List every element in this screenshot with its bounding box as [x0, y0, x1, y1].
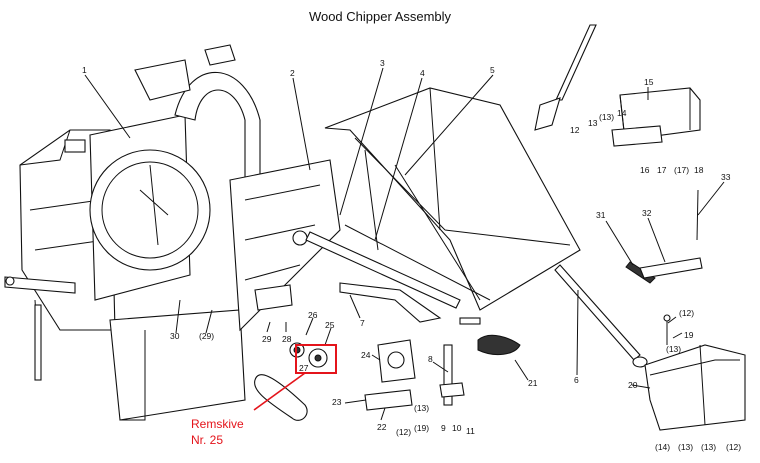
leader-lines [84, 67, 725, 421]
label-25: 25 [325, 320, 335, 330]
label-22: 22 [377, 422, 387, 432]
label-33: 33 [721, 172, 731, 182]
callout-line [253, 372, 306, 411]
label-3: 3 [380, 58, 385, 68]
label-28: 28 [282, 334, 292, 344]
label-27: 27 [299, 363, 309, 373]
label-17: 17 [657, 165, 667, 175]
part-labels: 1 2 3 4 5 6 7 8 9 10 11 12 (12) (12) (12… [82, 58, 741, 452]
label-4: 4 [420, 68, 425, 78]
label-5: 5 [490, 65, 495, 75]
diagram-title: Wood Chipper Assembly [308, 9, 452, 24]
label-16: 16 [640, 165, 650, 175]
label-31: 31 [596, 210, 606, 220]
label-14: 14 [617, 108, 627, 118]
label-13b: (13) [599, 112, 614, 122]
annotation-line-2: Nr. 25 [191, 433, 223, 447]
label-1: 1 [82, 65, 87, 75]
label-29: 29 [262, 334, 272, 344]
label-14b: (14) [655, 442, 670, 452]
label-30: 30 [170, 331, 180, 341]
label-12d: (12) [726, 442, 741, 452]
label-9: 9 [441, 423, 446, 433]
label-17b: (17) [674, 165, 689, 175]
label-12c: (12) [396, 427, 411, 437]
label-13: 13 [588, 118, 598, 128]
label-2: 2 [290, 68, 295, 78]
label-6: 6 [574, 375, 579, 385]
label-23: 23 [332, 397, 342, 407]
pulley-annotation: Remskive Nr. 25 [191, 344, 337, 447]
label-12: 12 [570, 125, 580, 135]
label-13f: (13) [701, 442, 716, 452]
label-15: 15 [644, 77, 654, 87]
label-13d: (13) [414, 403, 429, 413]
label-32: 32 [642, 208, 652, 218]
label-24: 24 [361, 350, 371, 360]
label-12b: (12) [679, 308, 694, 318]
label-7: 7 [360, 318, 365, 328]
label-21: 21 [528, 378, 538, 388]
annotation-line-1: Remskive [191, 417, 244, 431]
highlight-box [295, 344, 337, 374]
label-10: 10 [452, 423, 462, 433]
label-19: 19 [684, 330, 694, 340]
label-11: 11 [466, 426, 475, 436]
label-18: 18 [694, 165, 704, 175]
label-8: 8 [428, 354, 433, 364]
label-13e: (13) [678, 442, 693, 452]
machine-drawing [4, 24, 746, 431]
label-13c: (13) [666, 344, 681, 354]
label-29b: (29) [199, 331, 214, 341]
label-26: 26 [308, 310, 318, 320]
label-20: 20 [628, 380, 638, 390]
label-19b: (19) [414, 423, 429, 433]
